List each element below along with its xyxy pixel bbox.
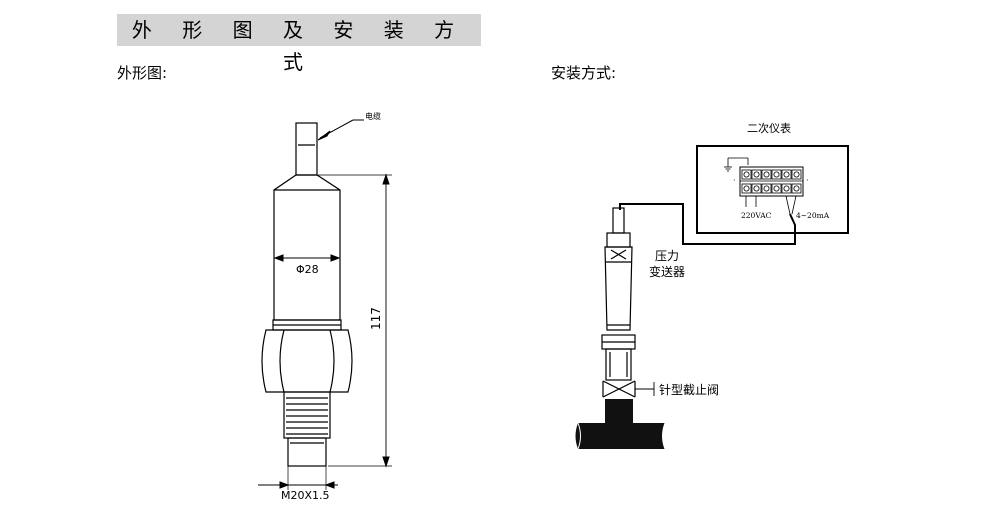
thread-label: M20X1.5 (281, 489, 330, 502)
height-label: 117 (369, 307, 383, 330)
thread-dimension (258, 466, 338, 490)
signal-cable (619, 203, 796, 245)
svg-text:·: · (733, 176, 736, 185)
secondary-instrument-icon: · · (696, 145, 849, 234)
svg-text:·: · (806, 176, 809, 185)
signal-label: 4~20mA (796, 211, 830, 220)
instrument-label: 二次仪表 (747, 121, 791, 135)
install-section-label: 安装方式: (551, 64, 617, 82)
diameter-dimension (273, 254, 341, 262)
valve-label: 针型截止阀 (659, 382, 719, 397)
thread-icon (283, 391, 331, 467)
transmitter-label-line2: 变送器 (649, 264, 685, 279)
cable-leader-arrow (317, 119, 364, 141)
header-bar: 外 形 图 及 安 装 方 式 (117, 14, 481, 74)
transmitter-label-line1: 压力 (655, 249, 679, 263)
page-title: 外 形 图 及 安 装 方 式 (131, 18, 467, 74)
diameter-label: Φ28 (296, 263, 319, 276)
cable-label: 电缆 (365, 111, 381, 121)
hex-nut-icon (261, 329, 353, 393)
power-label: 220VAC (741, 211, 772, 220)
transmitter-icon (601, 207, 636, 381)
needle-valve-icon (602, 380, 655, 398)
outline-section-label: 外形图: (117, 64, 168, 82)
height-dimension (318, 173, 392, 468)
pipe-icon (575, 399, 666, 450)
